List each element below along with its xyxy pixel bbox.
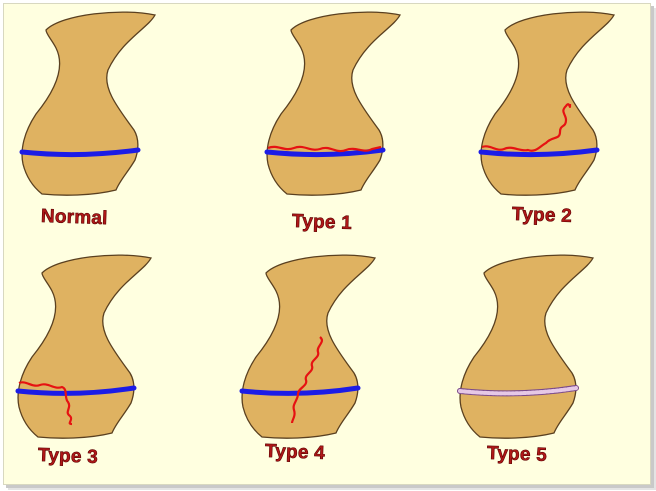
bone-type-2 <box>478 11 615 196</box>
fracture-line <box>481 103 572 152</box>
label-type-2: Type 2 <box>512 204 573 227</box>
bone-type-1 <box>264 11 401 196</box>
growth-plate <box>239 385 361 396</box>
bone-type-5 <box>457 254 594 439</box>
label-type-4: Type 4 <box>265 441 326 464</box>
bone-normal <box>19 11 156 196</box>
label-type-3: Type 3 <box>38 445 99 468</box>
bone-type-4 <box>239 254 376 439</box>
growth-plate <box>19 147 141 158</box>
growth-plate <box>264 147 386 158</box>
fracture-line <box>290 336 324 424</box>
label-type-1: Type 1 <box>292 211 353 234</box>
growth-plate <box>15 385 137 396</box>
label-normal: Normal <box>41 206 108 229</box>
fracture-line <box>267 145 382 153</box>
growth-plate <box>478 147 600 158</box>
bone-type-3 <box>15 254 152 439</box>
label-type-5: Type 5 <box>487 443 548 466</box>
fracture-line <box>18 381 73 426</box>
